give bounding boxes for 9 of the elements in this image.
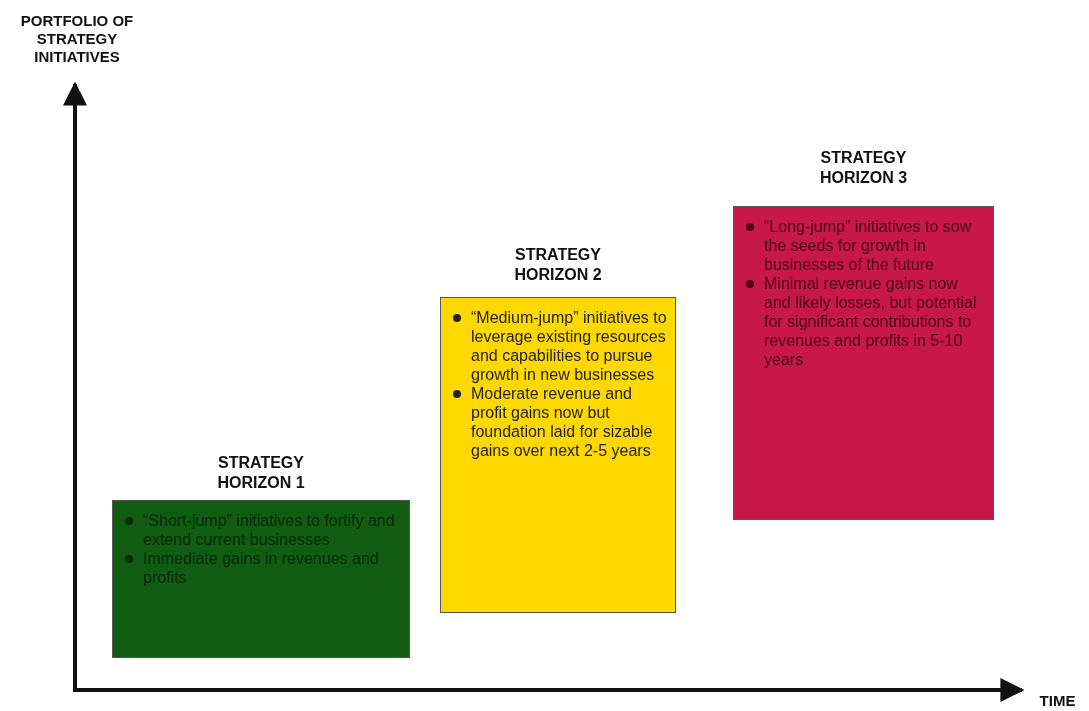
axis-label: TIME [1038,692,1077,710]
horizon-heading: STRATEGY HORIZON 1 [216,453,306,493]
horizon-heading: STRATEGY HORIZON 3 [818,148,909,188]
axis-label: PORTFOLIO OF STRATEGY INITIATIVES [19,12,135,66]
bullet-text: “Long-jump” initiatives to sow the seeds for growth in businesses of the future [742,217,985,274]
bullet-text: “Medium-jump” initiatives to leverage existing resources and capabilities to pursue growth in new businesses [449,308,667,384]
bullet-text: Moderate revenue and profit gains now but foundation laid for sizable gains over next 2-5 years [449,384,667,460]
bullet-text: Minimal revenue gains now and likely losses, but potential for significant contributions to revenues and profits in 5-10 years [742,274,985,369]
horizon-heading: STRATEGY HORIZON 2 [513,245,603,285]
